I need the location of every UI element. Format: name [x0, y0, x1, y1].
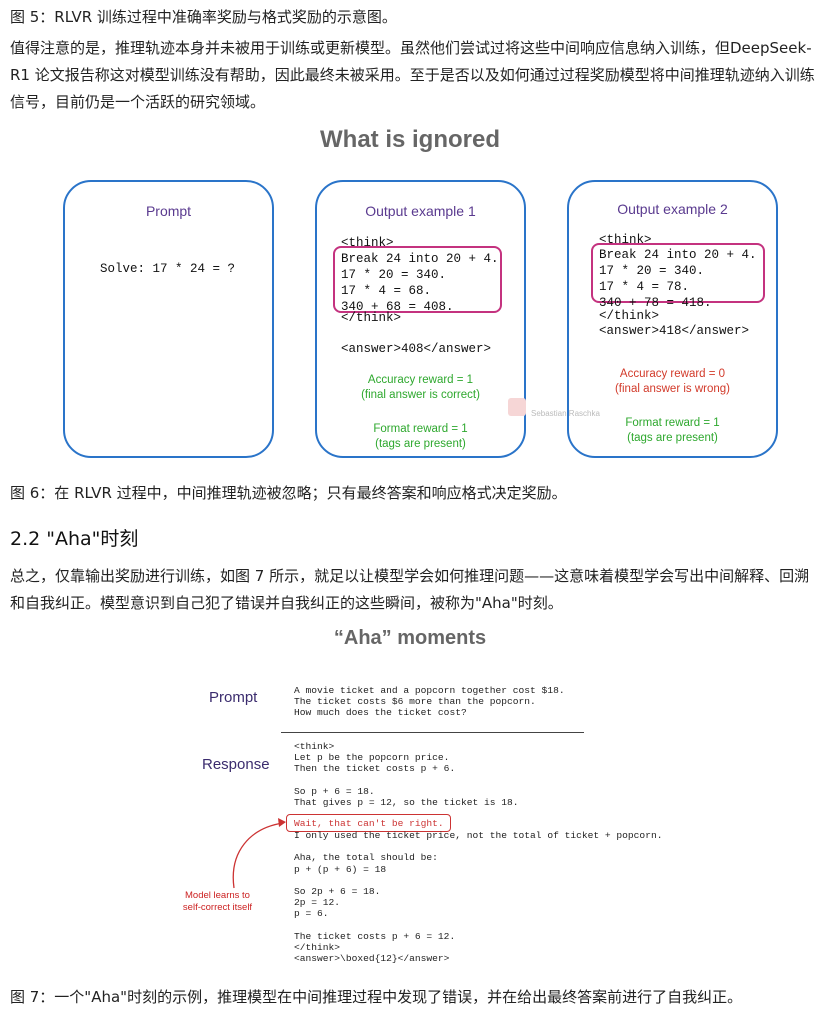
section-heading: 2.2 "Aha"时刻 [10, 528, 139, 550]
paragraph-aha: 总之，仅靠输出奖励进行训练，如图 7 所示，就足以让模型学会如何推理问题——这意… [10, 567, 810, 612]
aha-highlight-box [286, 814, 451, 832]
output-example-2-title: Output example 2 [617, 201, 728, 217]
divider [281, 732, 584, 733]
prompt-box-title: Prompt [145, 203, 192, 219]
answer-tag: <answer>408</answer> [341, 342, 492, 356]
annotation-arrow [232, 818, 286, 889]
think-close-tag: </think> [599, 309, 660, 323]
self-correct-annotation: Model learns to self-correct itself [182, 890, 253, 913]
paragraph-reasoning-traces: 值得注意的是，推理轨迹本身并未被用于训练或更新模型。虽然他们尝试过将这些中间响应… [10, 39, 815, 111]
figure-7-caption: 图 7：一个"Aha"时刻的示例，推理模型在中间推理过程中发现了错误，并在给出最… [10, 988, 743, 1006]
figure-6-caption: 图 6：在 RLVR 过程中，中间推理轨迹被忽略；只有最终答案和响应格式决定奖励… [10, 484, 567, 502]
format-reward: Format reward = 1 (tags are present) [373, 423, 468, 450]
output-example-2-box: Output example 2 <think> Break 24 into 2… [567, 180, 778, 458]
reasoning-highlight [333, 246, 502, 313]
reasoning-trace: Break 24 into 20 + 4. 17 * 20 = 340. 17 … [599, 248, 757, 310]
think-close-tag: </think> [341, 311, 402, 325]
accuracy-reward: Accuracy reward = 0 (final answer is wro… [614, 368, 731, 395]
prompt-text: A movie ticket and a popcorn together co… [294, 685, 565, 719]
watermark-logo [508, 398, 526, 416]
figure-5-caption: 图 5：RLVR 训练过程中准确率奖励与格式奖励的示意图。 [10, 8, 397, 26]
prompt-box: Prompt Solve: 17 * 24 = ? [63, 180, 274, 458]
answer-tag: <answer>418</answer> [599, 324, 750, 338]
reasoning-highlight [591, 243, 765, 303]
response-text-part1: <think> Let p be the popcorn price. Then… [294, 741, 519, 809]
aha-line: Wait, that can't be right. [294, 818, 444, 829]
figure-6-title: What is ignored [320, 126, 500, 153]
response-label: Response [202, 756, 270, 773]
format-reward: Format reward = 1 (tags are present) [625, 417, 720, 444]
figure-7-title: “Aha” moments [333, 627, 487, 649]
watermark-text: Sebastian Raschka [531, 409, 600, 418]
output-example-1-title: Output example 1 [365, 203, 476, 219]
reasoning-trace: Break 24 into 20 + 4. 17 * 20 = 340. 17 … [341, 252, 499, 314]
accuracy-reward: Accuracy reward = 1 (final answer is cor… [361, 374, 480, 401]
output-example-1-box: Output example 1 <think> Break 24 into 2… [315, 180, 526, 458]
response-text-part2: I only used the ticket price, not the to… [294, 830, 663, 965]
prompt-label: Prompt [209, 689, 258, 706]
prompt-text: Solve: 17 * 24 = ? [100, 262, 236, 276]
